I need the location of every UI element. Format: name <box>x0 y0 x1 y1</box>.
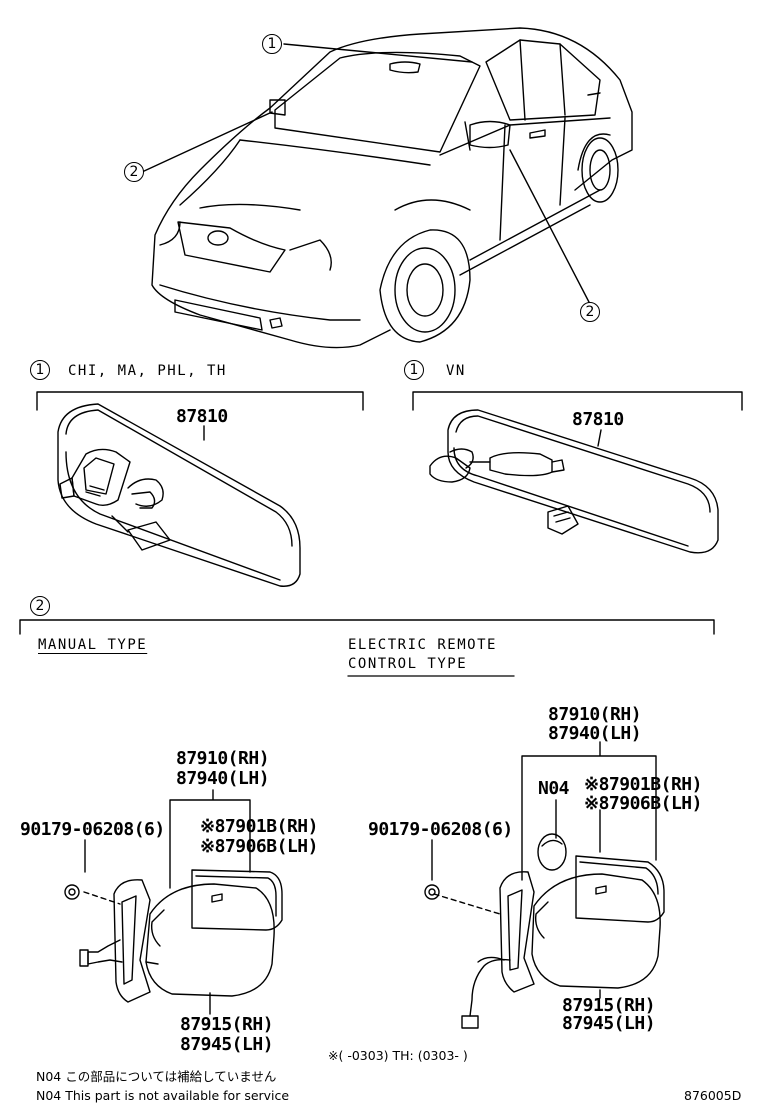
section1-left-callout-label: 1 <box>35 362 45 378</box>
electric-glass-87906b-lh: ※87906B(LH) <box>584 793 702 814</box>
callout-2-car-right-label: 2 <box>585 304 595 320</box>
footnote-date-range: ※( -0303) TH: (0303- ) <box>328 1048 468 1063</box>
manual-glass-87906b-lh: ※87906B(LH) <box>200 836 318 857</box>
electric-mirror-leaders <box>431 741 657 999</box>
manual-type-label: MANUAL TYPE <box>38 637 148 653</box>
electric-type-label-line1: ELECTRIC REMOTE <box>348 637 497 653</box>
section1-left-variants: CHI, MA, PHL, TH <box>68 363 227 379</box>
electric-n04-label: N04 <box>538 778 570 799</box>
section2-callout: 2 <box>30 596 50 616</box>
manual-mirror-illustration <box>64 869 283 1003</box>
electric-part-87910-rh: 87910(RH) <box>548 704 642 725</box>
electric-mirror-illustration <box>424 833 665 1029</box>
electric-type-label-line2: CONTROL TYPE <box>348 656 468 672</box>
electric-part-87940-lh: 87940(LH) <box>548 723 642 744</box>
car-illustration <box>151 27 633 349</box>
manual-cover-87915-rh: 87915(RH) <box>180 1014 274 1035</box>
manual-glass-87901b-rh: ※87901B(RH) <box>200 816 318 837</box>
section2-callout-label: 2 <box>35 598 45 614</box>
electric-cover-87915-rh: 87915(RH) <box>562 995 656 1016</box>
part-87810-left: 87810 <box>176 406 228 427</box>
callout-2-car-right: 2 <box>580 302 600 322</box>
manual-cover-87945-lh: 87945(LH) <box>180 1034 274 1055</box>
leader-line-2-left <box>141 111 273 173</box>
callout-1-car: 1 <box>262 34 282 54</box>
section1-left-bracket <box>36 391 364 411</box>
callout-1-car-label: 1 <box>267 36 277 52</box>
section1-right-callout: 1 <box>404 360 424 380</box>
leader-line-2-right <box>509 149 591 305</box>
manual-screw-90179: 90179-06208(6) <box>20 819 165 840</box>
electric-cover-87945-lh: 87945(LH) <box>562 1013 656 1034</box>
manual-part-87910-rh: 87910(RH) <box>176 748 270 769</box>
electric-glass-87901b-rh: ※87901B(RH) <box>584 774 702 795</box>
electric-screw-90179: 90179-06208(6) <box>368 819 513 840</box>
callout-2-car-left-label: 2 <box>129 164 139 180</box>
section2-bracket <box>19 619 715 635</box>
leader-line-1 <box>283 43 473 63</box>
callout-2-car-left: 2 <box>124 162 144 182</box>
section1-right-variants: VN <box>446 363 466 379</box>
inner-mirror-left-illustration <box>57 403 301 587</box>
note-not-supplied-japanese: N04 この部品については補給していません <box>36 1069 277 1084</box>
section1-right-bracket <box>412 391 743 411</box>
part-87810-right: 87810 <box>572 409 624 430</box>
inner-mirror-right-illustration <box>429 409 719 554</box>
note-not-available-english: N04 This part is not available for servi… <box>36 1088 290 1103</box>
part-87810-right-leader <box>597 429 602 447</box>
manual-part-87940-lh: 87940(LH) <box>176 768 270 789</box>
section1-left-callout: 1 <box>30 360 50 380</box>
diagram-code: 876005D <box>684 1088 742 1103</box>
section1-right-callout-label: 1 <box>409 362 419 378</box>
